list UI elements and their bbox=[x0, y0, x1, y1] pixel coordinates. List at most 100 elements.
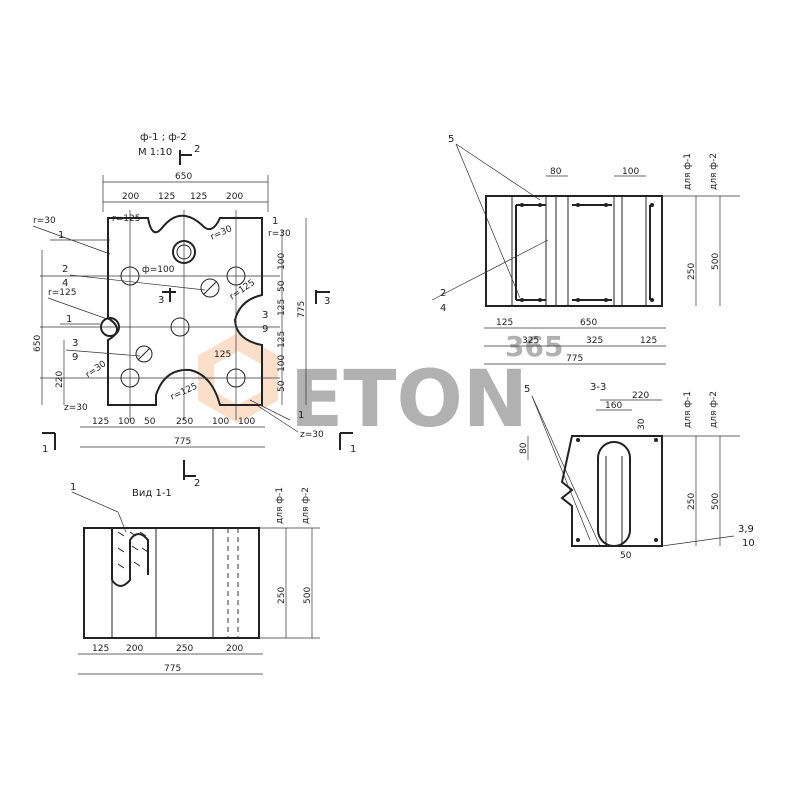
dim-80: 80 bbox=[519, 442, 529, 454]
rebar-dot bbox=[576, 203, 580, 207]
dim-view22-650: 650 bbox=[580, 318, 597, 328]
rebar-dot bbox=[654, 538, 658, 542]
plan-view: ф-1 ; ф-2 М 1:10 2 650 200 125 125 200 bbox=[32, 132, 356, 489]
dim-top-1: 200 bbox=[122, 192, 139, 202]
section-1-label: 1 bbox=[350, 444, 356, 455]
leader-line bbox=[531, 395, 601, 547]
callout-1: 1 bbox=[66, 314, 72, 325]
callout-4: 4 bbox=[440, 303, 446, 314]
watermark-logo-icon bbox=[198, 332, 278, 424]
section-2-bottom-mark bbox=[183, 460, 196, 480]
leader-line bbox=[531, 395, 591, 541]
leader-line bbox=[47, 297, 111, 321]
section-2-top-mark bbox=[179, 150, 192, 165]
level-f2: для ф-2 bbox=[301, 487, 311, 524]
rebar-dot bbox=[538, 203, 542, 207]
dim-view22-325a: 325 bbox=[522, 336, 539, 346]
leader-line bbox=[65, 349, 141, 357]
callout-9: 9 bbox=[262, 324, 268, 335]
leader-line bbox=[71, 491, 119, 513]
height-250: 250 bbox=[687, 493, 697, 510]
callout-3-9: 3,9 bbox=[738, 524, 754, 535]
view-3-3-title: 3-3 bbox=[590, 382, 606, 393]
dim-bottom-6: 100 bbox=[238, 417, 255, 427]
level-f1: для ф-1 bbox=[275, 487, 285, 524]
rebar-dot bbox=[576, 538, 580, 542]
hole-mark bbox=[137, 347, 151, 361]
callout-1: 1 bbox=[58, 230, 64, 241]
leader-line bbox=[249, 399, 291, 421]
rebar bbox=[515, 204, 651, 301]
radius-label: r=125 bbox=[112, 214, 140, 224]
rebar-dot bbox=[538, 298, 542, 302]
dim-view22-125b: 125 bbox=[640, 336, 657, 346]
leader-line bbox=[455, 143, 521, 299]
dim-view11-4: 200 bbox=[226, 644, 243, 654]
dim-bottom-2: 100 bbox=[118, 417, 135, 427]
rebar-hatch bbox=[117, 531, 149, 569]
watermark: ETON 365 bbox=[198, 330, 563, 445]
radius-label: r=30 bbox=[84, 359, 109, 380]
rebar-dot bbox=[520, 298, 524, 302]
rebar-dot bbox=[650, 203, 654, 207]
callout-1: 1 bbox=[272, 216, 278, 227]
radius-label: z=30 bbox=[64, 403, 88, 413]
view-1-1: Вид 1-1 1 250 500 для ф-1 для ф-2 125 20… bbox=[70, 482, 320, 675]
callout-3: 3 bbox=[72, 338, 78, 349]
rebar-dot bbox=[576, 438, 580, 442]
dim-view11-1: 125 bbox=[92, 644, 109, 654]
dim-220: 220 bbox=[632, 391, 649, 401]
dim-left-overall: 650 bbox=[33, 335, 43, 352]
rebar-dot bbox=[650, 298, 654, 302]
view-3-3-outline bbox=[560, 435, 663, 547]
section-3-mark bbox=[315, 290, 330, 304]
rebar-dot bbox=[654, 438, 658, 442]
callout-10: 10 bbox=[742, 538, 755, 549]
hole-diameter-label: ф=100 bbox=[142, 265, 175, 275]
radius-label: z=30 bbox=[300, 430, 324, 440]
variants-label: ф-1 ; ф-2 bbox=[140, 132, 187, 143]
slot bbox=[597, 441, 631, 547]
height-500: 500 bbox=[711, 493, 721, 510]
callout-1: 1 bbox=[70, 482, 76, 493]
watermark-text: ETON bbox=[290, 355, 528, 445]
dim-right-overall: 775 bbox=[297, 301, 307, 318]
callout-2: 2 bbox=[62, 264, 68, 275]
dim-30: 30 bbox=[637, 418, 647, 430]
callout-9: 9 bbox=[72, 352, 78, 363]
section-1-mark bbox=[42, 432, 56, 450]
height-250: 250 bbox=[687, 263, 697, 280]
section-3-mark bbox=[162, 288, 176, 302]
dim-bottom-5: 100 bbox=[212, 417, 229, 427]
section-2-bottom-label: 2 bbox=[194, 478, 200, 489]
dim-overall-top: 650 bbox=[175, 172, 192, 182]
dim-125-mid: 125 bbox=[214, 350, 231, 360]
level-f1: для ф-1 bbox=[683, 391, 693, 428]
dim-80: 80 bbox=[550, 167, 562, 177]
dim-right-6: 50 bbox=[277, 380, 287, 392]
level-f1: для ф-1 bbox=[683, 153, 693, 190]
scale-label: М 1:10 bbox=[138, 147, 172, 158]
dim-bottom-1: 125 bbox=[92, 417, 109, 427]
callout-5: 5 bbox=[448, 134, 454, 145]
callout-2: 2 bbox=[440, 288, 446, 299]
dim-bottom-overall: 775 bbox=[174, 437, 191, 447]
section-3-label: 3 bbox=[324, 296, 330, 307]
height-500: 500 bbox=[711, 253, 721, 270]
dim-right-1: 100 bbox=[277, 253, 287, 270]
dim-right-3: 125 bbox=[277, 299, 287, 316]
height-500: 500 bbox=[303, 587, 313, 604]
level-f2: для ф-2 bbox=[709, 153, 719, 190]
dim-bottom-3: 50 bbox=[144, 417, 156, 427]
dim-view22-125: 125 bbox=[496, 318, 513, 328]
dim-view11-2: 200 bbox=[126, 644, 143, 654]
view-3-3: 3-3 220 5 160 30 80 50 250 500 для ф-1 д… bbox=[519, 382, 755, 561]
watermark-subtext: 365 bbox=[505, 330, 563, 363]
radius-label: r=125 bbox=[48, 288, 76, 298]
section-3-label: 3 bbox=[158, 295, 164, 306]
radius-label: r=30 bbox=[33, 216, 56, 226]
leader-line bbox=[455, 143, 541, 201]
level-f2: для ф-2 bbox=[709, 391, 719, 428]
dim-top-4: 200 bbox=[226, 192, 243, 202]
section-1-label: 1 bbox=[42, 444, 48, 455]
